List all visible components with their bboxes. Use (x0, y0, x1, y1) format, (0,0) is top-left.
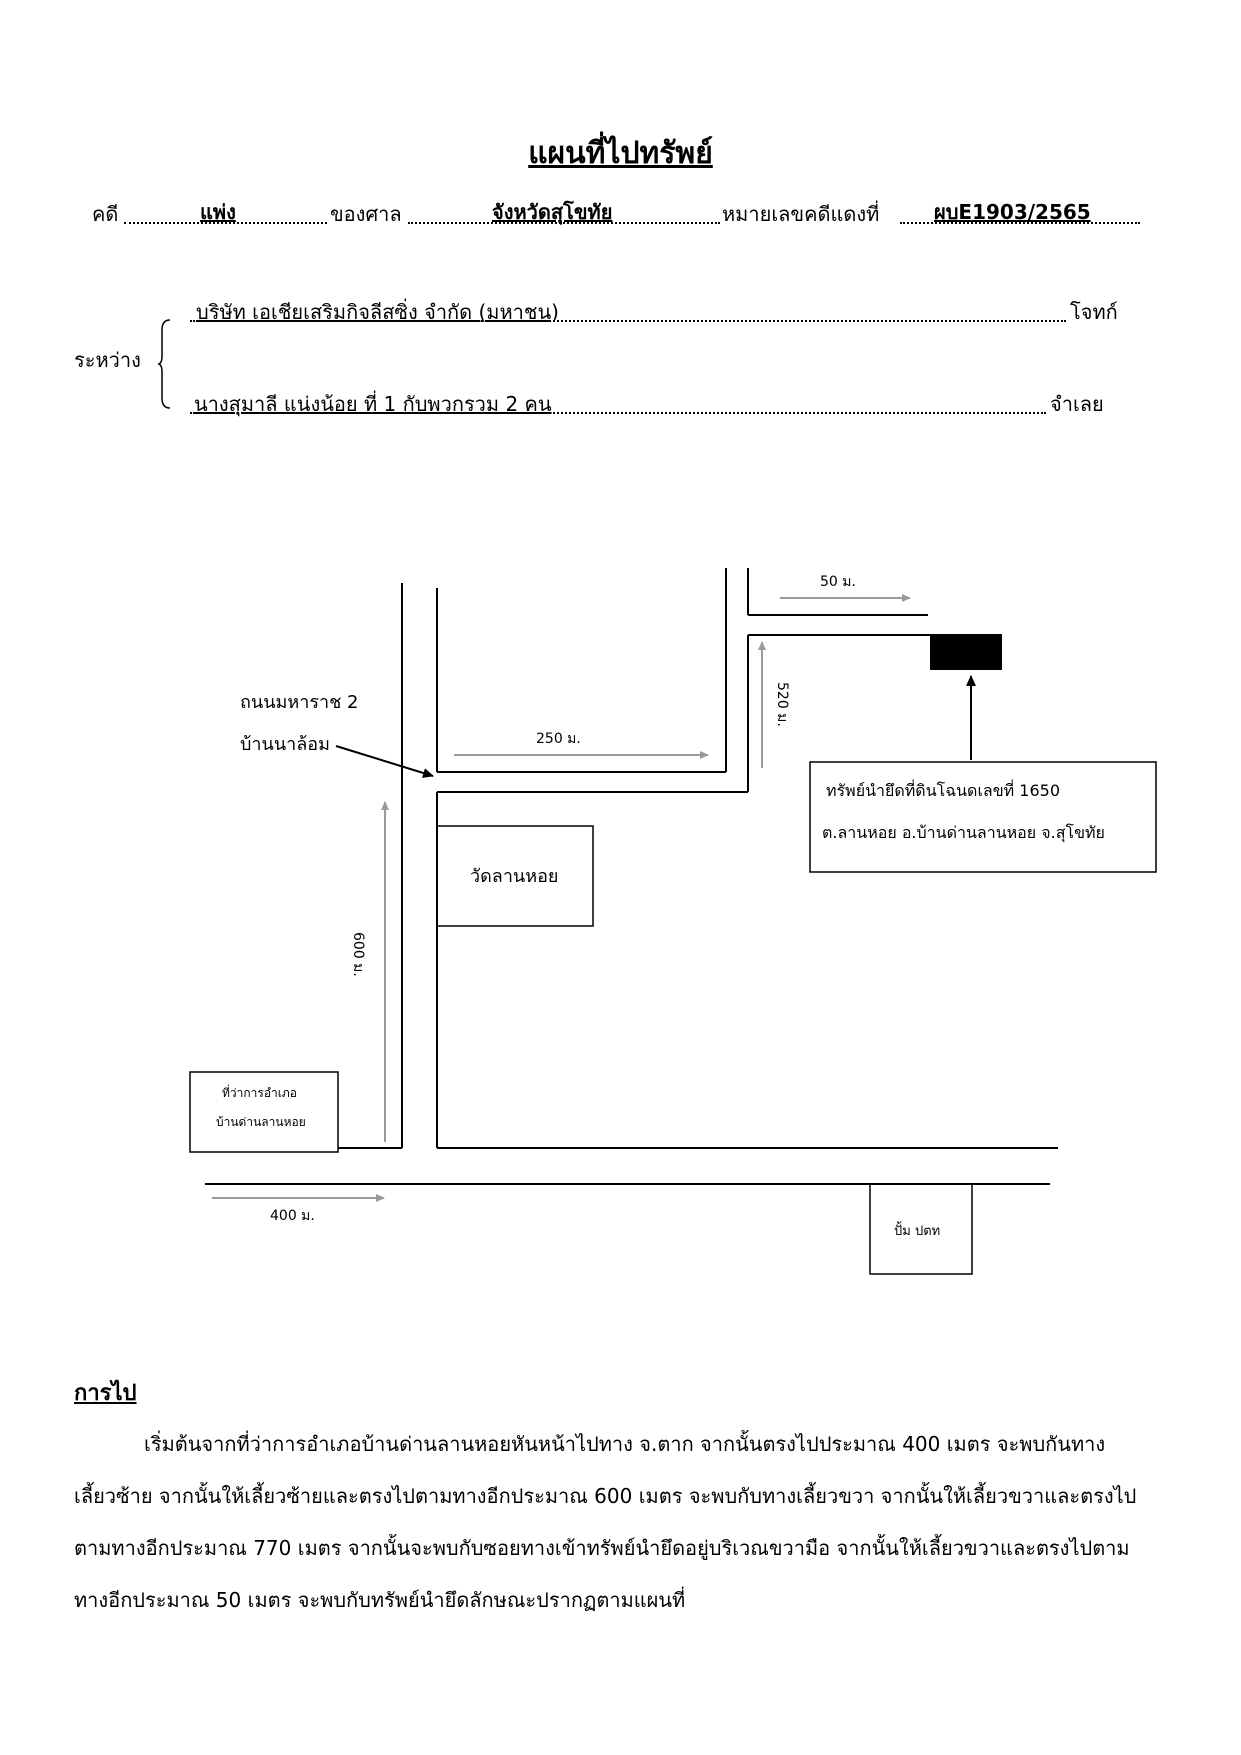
court-label: ของศาล (330, 202, 402, 226)
temple-label: วัดลานหอย (470, 866, 558, 887)
defendant-dots (190, 412, 1046, 414)
brace-icon (158, 319, 171, 409)
red-number-dots (900, 222, 1140, 224)
road-name-label: ถนนมหาราช 2 (240, 692, 359, 713)
plaintiff-label: โจทก์ (1070, 300, 1118, 324)
directions-line-3: ตามทางอีกประมาณ 770 เมตร จากนั้นจะพบกับซ… (74, 1536, 1130, 1560)
village-label: บ้านนาล้อม (240, 734, 330, 755)
district-office-label-1: ที่ว่าการอำเภอ (222, 1084, 297, 1100)
dist-400-label: 400 ม. (270, 1208, 315, 1224)
case-type-dots (124, 222, 327, 224)
red-number-label: หมายเลขคดีแดงที่ (722, 202, 880, 226)
gas-station-box (869, 1183, 973, 1275)
case-type: แพ่ง (200, 200, 236, 224)
property-box (809, 761, 1157, 873)
defendant-label: จำเลย (1050, 392, 1104, 416)
red-number: ผบE1903/2565 (934, 200, 1091, 224)
district-office-box (189, 1071, 339, 1153)
property-label-1: ทรัพย์นำยึดที่ดินโฉนดเลขที่ 1650 (826, 779, 1060, 800)
roads (205, 568, 1058, 1185)
page-title: แผนที่ไปทรัพย์ (528, 136, 713, 171)
court-dots (408, 222, 720, 224)
between-label: ระหว่าง (74, 348, 141, 372)
directions-heading: การไป (74, 1381, 137, 1406)
district-office-label-2: บ้านด่านลานหอย (216, 1115, 306, 1129)
road-label-pointer (335, 745, 434, 778)
temple-box (436, 825, 594, 927)
directions-line-2: เลี้ยวซ้าย จากนั้นให้เลี้ยวซ้ายและตรงไปต… (74, 1484, 1137, 1508)
route-map: ถนนมหาราช 2 บ้านนาล้อม 50 ม. 250 ม. 520 … (189, 568, 1157, 1275)
directions-line-4: ทางอีกประมาณ 50 เมตร จะพบกับทรัพย์นำยึดล… (74, 1588, 686, 1612)
court-name: จังหวัดสุโขทัย (492, 200, 613, 224)
case-label: คดี (92, 202, 119, 226)
plaintiff-dots (190, 320, 1066, 322)
directions-line-1: เริ่มต้นจากที่ว่าการอำเภอบ้านด่านลานหอยห… (144, 1432, 1106, 1456)
dist-600-label: 600 ม. (350, 932, 366, 977)
property-marker (930, 634, 1002, 670)
dist-50-label: 50 ม. (820, 574, 856, 590)
dist-250-label: 250 ม. (536, 731, 581, 747)
defendant-name: นางสุมาลี แน่งน้อย ที่ 1 กับพวกรวม 2 คน (194, 392, 552, 416)
plaintiff-name: บริษัท เอเชียเสริมกิจลีสซิ่ง จำกัด (มหาช… (196, 300, 559, 324)
gas-station-label: ปั้ม ปตท (894, 1221, 940, 1239)
dist-520-label: 520 ม. (774, 682, 790, 727)
property-label-2: ต.ลานหอย อ.บ้านด่านลานหอย จ.สุโขทัย (822, 823, 1105, 843)
